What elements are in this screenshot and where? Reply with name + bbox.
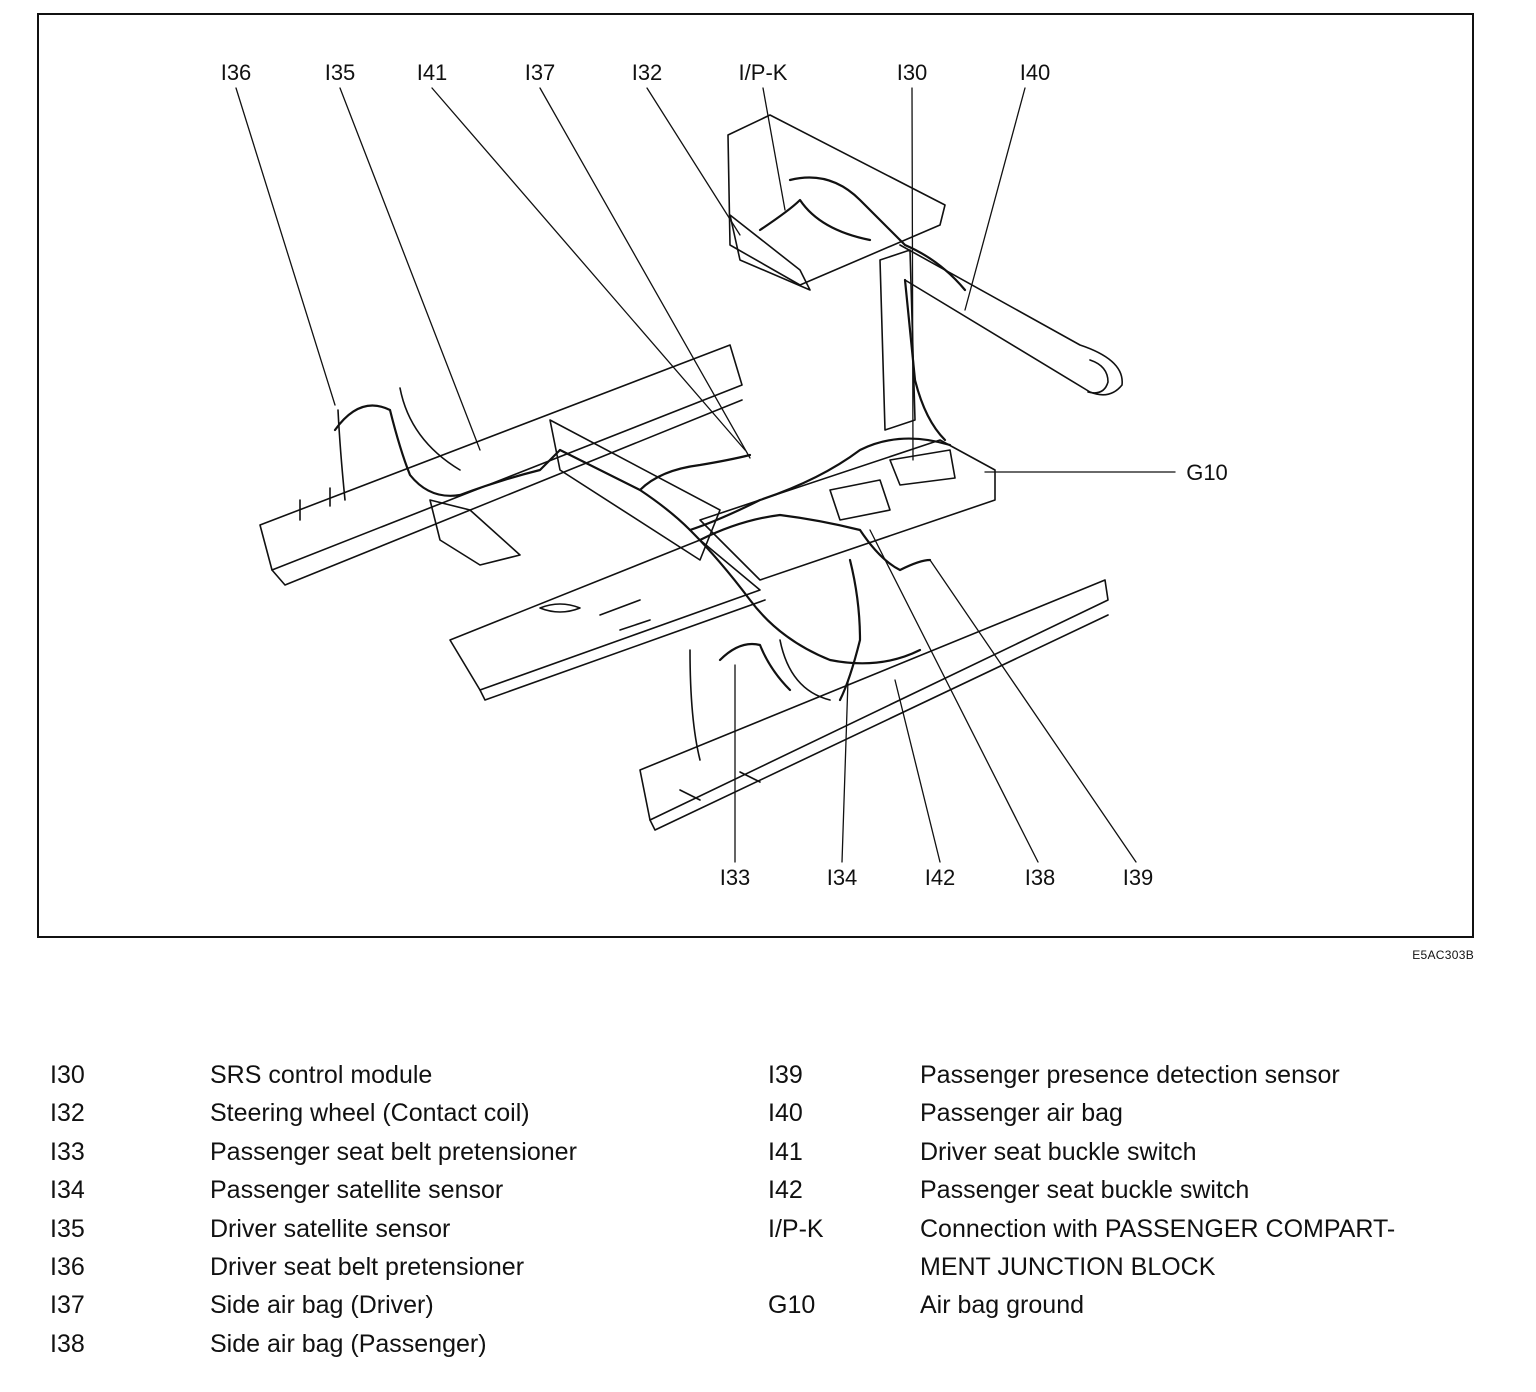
legend-description: Side air bag (Passenger): [210, 1329, 487, 1358]
diagram-frame: [37, 13, 1474, 938]
legend-description: Side air bag (Driver): [210, 1291, 434, 1320]
legend-description: Air bag ground: [920, 1291, 1085, 1320]
passenger-sill-panel: [639, 579, 1109, 831]
legend-description: SRS control module: [210, 1061, 433, 1089]
callout-i37: I37: [524, 60, 556, 85]
legend-description: Connection with PASSENGER COMPART-: [920, 1214, 1396, 1243]
callout-i35: I35: [324, 60, 356, 85]
legend-description: Passenger seat buckle switch: [920, 1176, 1250, 1205]
callout-i40: I40: [1019, 60, 1051, 85]
legend-description: Steering wheel (Contact coil): [210, 1099, 530, 1128]
callout-i30: I30: [896, 60, 928, 85]
legend-description: Driver satellite sensor: [210, 1214, 451, 1243]
legend-code: I42: [768, 1176, 803, 1205]
legend-description: Passenger presence detection sensor: [920, 1061, 1340, 1089]
driver-sill-panel: [259, 344, 743, 586]
legend-code: I40: [768, 1099, 803, 1128]
legend-code: I30: [50, 1061, 85, 1089]
legend-description: Passenger seat belt pretensioner: [210, 1137, 577, 1166]
legend-description: Passenger air bag: [920, 1099, 1123, 1128]
wiring-harness-illustration: [235, 87, 1176, 863]
callout-i41: I41: [416, 60, 448, 85]
callout-i34: I34: [826, 865, 858, 890]
legend-code: I35: [50, 1214, 85, 1243]
figure-code: E5AC303B: [1412, 948, 1474, 962]
callout-i36: I36: [220, 60, 252, 85]
legend-code: I32: [50, 1099, 85, 1128]
legend-code: I33: [50, 1137, 85, 1166]
legend-code: G10: [768, 1291, 816, 1320]
callout-i42: I42: [924, 865, 956, 890]
legend-description: Driver seat belt pretensioner: [210, 1252, 525, 1281]
callout-i39: I39: [1122, 865, 1154, 890]
legend-code: I/P-K: [768, 1214, 824, 1243]
leader-lines: [235, 87, 1176, 863]
legend-code: I38: [50, 1329, 85, 1358]
callout-g10: G10: [1186, 460, 1228, 485]
legend-code: I36: [50, 1252, 85, 1281]
legend-description: MENT JUNCTION BLOCK: [920, 1252, 1216, 1281]
callout-i38: I38: [1024, 865, 1056, 890]
wiring-harness: [333, 176, 967, 702]
legend-code: I34: [50, 1176, 85, 1205]
rear-floor-panel: [699, 439, 996, 581]
callout-ipk: I/P-K: [738, 60, 788, 85]
legend-code: I39: [768, 1061, 803, 1089]
legend-code: I41: [768, 1137, 803, 1166]
cowl-crossmember: [727, 114, 1123, 431]
legend-code: I37: [50, 1291, 85, 1320]
legend-description: Driver seat buckle switch: [920, 1137, 1197, 1166]
callout-i33: I33: [719, 865, 751, 890]
legend-description: Passenger satellite sensor: [210, 1176, 504, 1205]
callout-i32: I32: [631, 60, 663, 85]
